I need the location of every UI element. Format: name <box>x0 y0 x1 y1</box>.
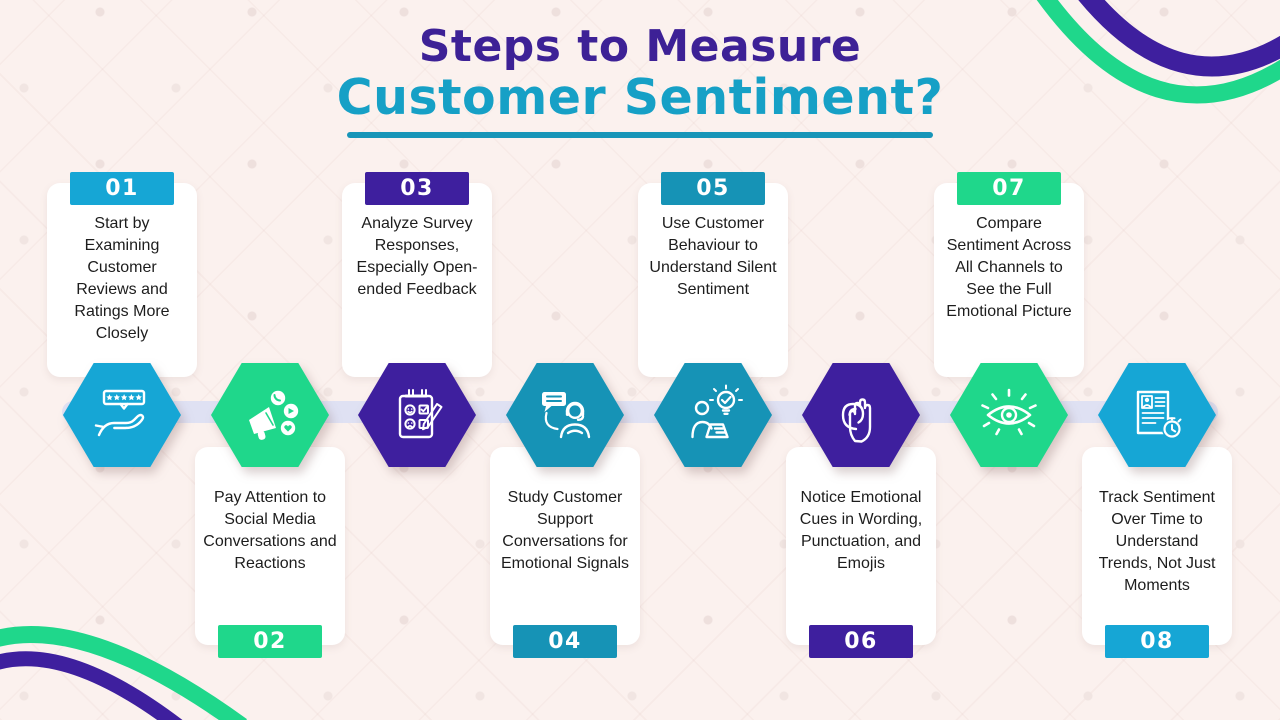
title-line-1: Steps to Measure <box>418 21 862 72</box>
listening-ear-icon <box>841 398 872 443</box>
step-2-text: Pay Attention to Social Media Conversati… <box>203 489 337 573</box>
step-5-number-badge: 05 <box>661 172 765 205</box>
timeline-band <box>62 401 1218 423</box>
eye-icon <box>981 388 1037 436</box>
step-8-number-badge: 08 <box>1105 625 1209 658</box>
track-time-icon <box>1136 390 1182 439</box>
step-5-card: 05 Use Customer Behaviour to Understand … <box>638 172 788 377</box>
step-2-card: 02 Pay Attention to Social Media Convers… <box>195 447 345 658</box>
step-4-text: Study Customer Support Conversations for… <box>500 489 630 573</box>
step-4-number-badge: 04 <box>513 625 617 658</box>
infographic-title: Steps to Measure Customer Sentiment? <box>0 21 1280 139</box>
step-4-hexagon <box>506 363 624 467</box>
megaphone-social-icon <box>249 390 299 440</box>
step-3-text: Analyze Survey Responses, Especially Ope… <box>356 215 478 299</box>
behaviour-idea-icon <box>691 384 743 439</box>
step-8-card: 08 Track Sentiment Over Time to Understa… <box>1082 447 1232 658</box>
step-2-hexagon <box>211 363 329 467</box>
support-agent-icon <box>542 392 591 439</box>
step-1-card: 01 Start by Examining Customer Reviews a… <box>47 172 197 377</box>
title-underline <box>347 132 933 139</box>
step-1-text: Start by Examining Customer Reviews and … <box>74 215 170 343</box>
step-1-number-badge: 01 <box>70 172 174 205</box>
step-6-hexagon <box>802 363 920 467</box>
step-6-number-badge: 06 <box>809 625 913 658</box>
step-3-card: 03 Analyze Survey Responses, Especially … <box>342 172 492 377</box>
step-7-number-badge: 07 <box>957 172 1061 205</box>
step-8-text: Track Sentiment Over Time to Understand … <box>1098 489 1216 595</box>
step-3-hexagon <box>358 363 476 467</box>
step-4-card: 04 Study Customer Support Conversations … <box>490 447 640 658</box>
step-7-text: Compare Sentiment Across All Channels to… <box>946 215 1072 321</box>
step-8-hexagon <box>1098 363 1216 467</box>
step-5-hexagon <box>654 363 772 467</box>
step-7-card: 07 Compare Sentiment Across All Channels… <box>934 172 1084 377</box>
survey-clipboard-icon <box>398 389 443 439</box>
title-line-2: Customer Sentiment? <box>336 69 944 127</box>
step-6-text: Notice Emotional Cues in Wording, Punctu… <box>799 489 923 573</box>
step-2-number-badge: 02 <box>218 625 322 658</box>
step-3-number-badge: 03 <box>365 172 469 205</box>
step-7-hexagon <box>950 363 1068 467</box>
step-6-card: 06 Notice Emotional Cues in Wording, Pun… <box>786 447 936 658</box>
step-5-text: Use Customer Behaviour to Understand Sil… <box>649 215 777 299</box>
hand-rating-icon <box>94 389 146 437</box>
step-1-hexagon <box>63 363 181 467</box>
